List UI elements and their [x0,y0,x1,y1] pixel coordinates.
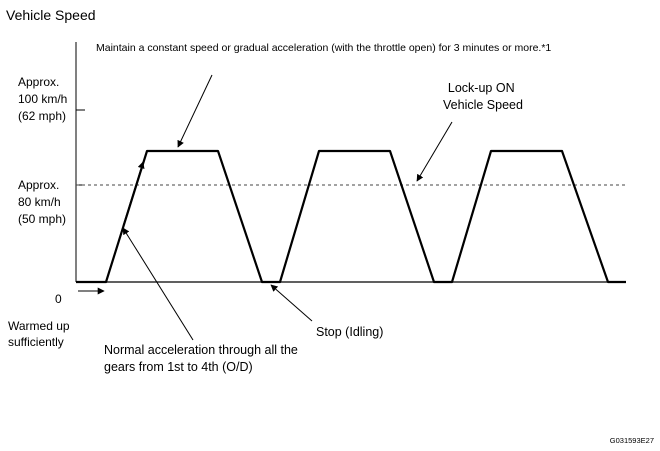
y-label-80: Approx. 80 km/h (50 mph) [18,178,66,226]
y-label-100: Approx. 100 km/h (62 mph) [18,75,71,123]
instruction-text: Maintain a constant speed or gradual acc… [96,42,551,54]
accel-arrow-upper [122,161,145,227]
speed-profile-line [76,149,626,284]
accel-label: Normal acceleration through all the gear… [104,343,301,374]
warmed-label: Warmed up sufficiently [8,319,73,349]
y-label-zero: 0 [55,292,62,306]
figure-code: G031593E27 [610,436,654,445]
instruction-arrow [177,74,213,148]
lockup-label: Lock-up ON Vehicle Speed [443,81,523,112]
stop-arrow [270,284,313,322]
stop-label: Stop (Idling) [316,325,383,339]
chart-title: Vehicle Speed [6,7,96,23]
accel-arrow-lower [122,227,194,341]
lockup-arrow [416,121,453,182]
